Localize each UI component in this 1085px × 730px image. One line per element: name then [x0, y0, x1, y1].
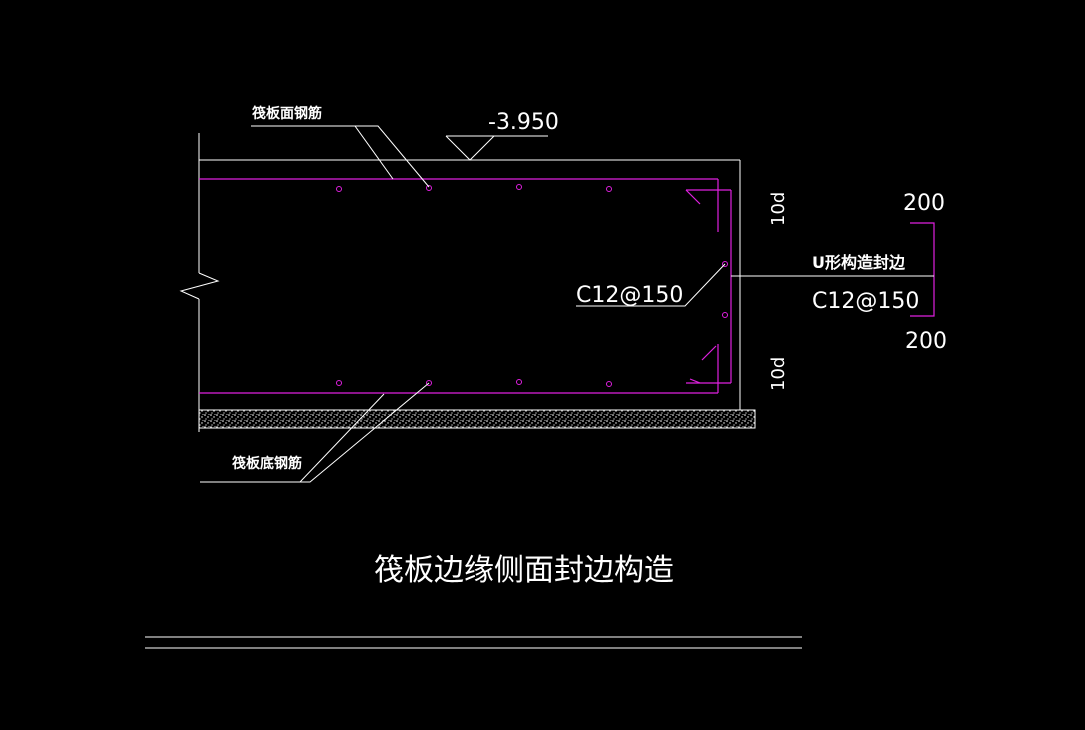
rebar-dot — [336, 380, 342, 386]
elevation-value: -3.950 — [488, 110, 559, 135]
anchor-bottom-length: 10d — [768, 357, 789, 391]
elevation-triangle — [445, 135, 495, 161]
break-line — [179, 272, 220, 300]
leader-side-bar — [576, 263, 726, 307]
leader-bottom-rebar-2 — [200, 382, 430, 483]
leader-lines — [200, 125, 934, 483]
u-bar-bottom-hook — [701, 345, 717, 361]
gravel-cushion-layer — [198, 409, 756, 429]
u-bar-spec: C12@150 — [812, 289, 919, 314]
u-bar-bottom-tick — [689, 378, 701, 384]
rebar-dot — [426, 380, 432, 386]
rebar-layer — [199, 178, 935, 394]
leader-top-rebar-1 — [251, 125, 394, 180]
rebar-dot — [606, 186, 612, 192]
title-underline — [145, 636, 802, 649]
rebar-dot — [516, 379, 522, 385]
u-bar-top-hook — [685, 189, 701, 205]
rebar-dot — [722, 312, 728, 318]
rebar-dot — [426, 185, 432, 191]
anchor-top-length: 10d — [768, 192, 789, 226]
dim-bottom: 200 — [905, 329, 947, 354]
drawing-title: 筏板边缘侧面封边构造 — [374, 553, 674, 588]
rebar-dots — [336, 184, 728, 387]
elevation-marker — [445, 135, 548, 161]
dim-top: 200 — [903, 191, 945, 216]
bottom-rebar-label: 筏板底钢筋 — [232, 455, 302, 472]
rebar-dot — [606, 381, 612, 387]
leader-top-rebar-2 — [251, 125, 430, 188]
side-bar-spec: C12@150 — [576, 283, 683, 308]
top-rebar-label: 筏板面钢筋 — [252, 105, 322, 122]
rebar-dot — [722, 261, 728, 267]
u-bar-name: U形构造封边 — [812, 253, 906, 272]
rebar-dot — [336, 186, 342, 192]
rebar-dot — [516, 184, 522, 190]
u-bar-shape-detail — [910, 222, 935, 317]
